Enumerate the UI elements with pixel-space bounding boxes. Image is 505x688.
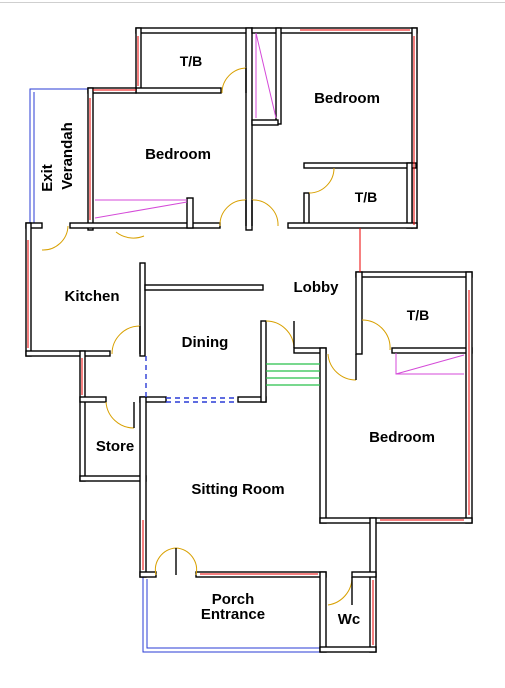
label-kitchen: Kitchen [64, 288, 119, 305]
wall-kitchen-east [139, 262, 146, 357]
wall-bed-br-west [319, 347, 327, 524]
label-wc: Wc [338, 611, 361, 628]
porch-outline-inner [146, 579, 325, 649]
door-tb-mid [308, 167, 335, 194]
label-exit: Exit [39, 164, 56, 192]
door-porch-left [154, 547, 177, 576]
windows [27, 29, 470, 645]
door-exit-verandah [41, 225, 69, 251]
showers [94, 32, 465, 375]
wall-lobby-counter [144, 284, 264, 291]
door-kitchen-top [115, 231, 145, 239]
wall-wc-west [319, 571, 327, 653]
wall-kitchen-bottom [25, 350, 111, 357]
wall-tb-mid-west [303, 192, 310, 227]
shower-bed-left [94, 199, 188, 219]
top-border-line [0, 2, 505, 3]
door-wc [327, 576, 353, 606]
shower-tb-right [395, 353, 465, 375]
porch-outlines [29, 88, 325, 653]
door-kitchen-dining [111, 325, 141, 355]
label-tb-top-left: T/B [180, 53, 203, 69]
label-verandah: Verandah [59, 122, 76, 190]
door-bed-left [219, 199, 247, 227]
wall-store-top [79, 396, 107, 403]
label-bedroom-top-right: Bedroom [314, 90, 380, 107]
wall-stairs-west [260, 320, 267, 403]
openings [145, 356, 238, 403]
door-store [105, 401, 135, 429]
wall-tb-right-west [355, 271, 363, 355]
stairs [266, 363, 320, 386]
wall-tb-mid-top [303, 162, 417, 169]
label-dining: Dining [182, 334, 229, 351]
wall-tb-right-bottom [391, 347, 473, 354]
door-tb-top-left [221, 67, 247, 94]
exit-verandah-outline [29, 88, 90, 226]
label-tb-middle: T/B [355, 189, 378, 205]
wall-bed-left-bottom [69, 222, 221, 229]
wall-lobby-top [287, 222, 418, 229]
door-bed-tr-a [251, 199, 279, 227]
wall-tb-bottom [135, 87, 222, 94]
wall-bed-left-stub [186, 197, 194, 229]
label-entrance: Entrance [201, 606, 265, 623]
wall-tb-top [135, 27, 253, 34]
label-porch: Porch [212, 591, 255, 608]
label-lobby: Lobby [294, 279, 340, 296]
wall-sitting-bottom-left [139, 571, 157, 578]
door-leaves [133, 68, 357, 605]
label-bedroom-bottom-right: Bedroom [369, 429, 435, 446]
wall-wc-top [351, 571, 377, 578]
door-bed-br [327, 353, 357, 381]
wall-store-bottom [79, 475, 147, 482]
wall-bed-tr-west [275, 27, 282, 125]
doors [41, 67, 391, 606]
label-sitting-room: Sitting Room [191, 481, 284, 498]
door-tb-right [361, 319, 391, 351]
porch-outline-outer [142, 575, 325, 653]
door-stairs [265, 320, 295, 349]
shower-bed-tr [255, 32, 277, 119]
door-porch-right [175, 547, 198, 576]
label-bedroom-left: Bedroom [145, 146, 211, 163]
label-tb-right: T/B [407, 307, 430, 323]
wall-center-vertical [245, 27, 253, 231]
walls [25, 27, 473, 653]
room-labels: T/B Bedroom Bedroom Exit Verandah T/B Ki… [39, 53, 435, 628]
wall-tb-mid-east [406, 162, 413, 229]
label-store: Store [96, 438, 134, 455]
wall-tb-right-top [355, 271, 473, 278]
wall-bed-tr-small [251, 119, 279, 126]
wall-wc-bottom [319, 646, 377, 653]
